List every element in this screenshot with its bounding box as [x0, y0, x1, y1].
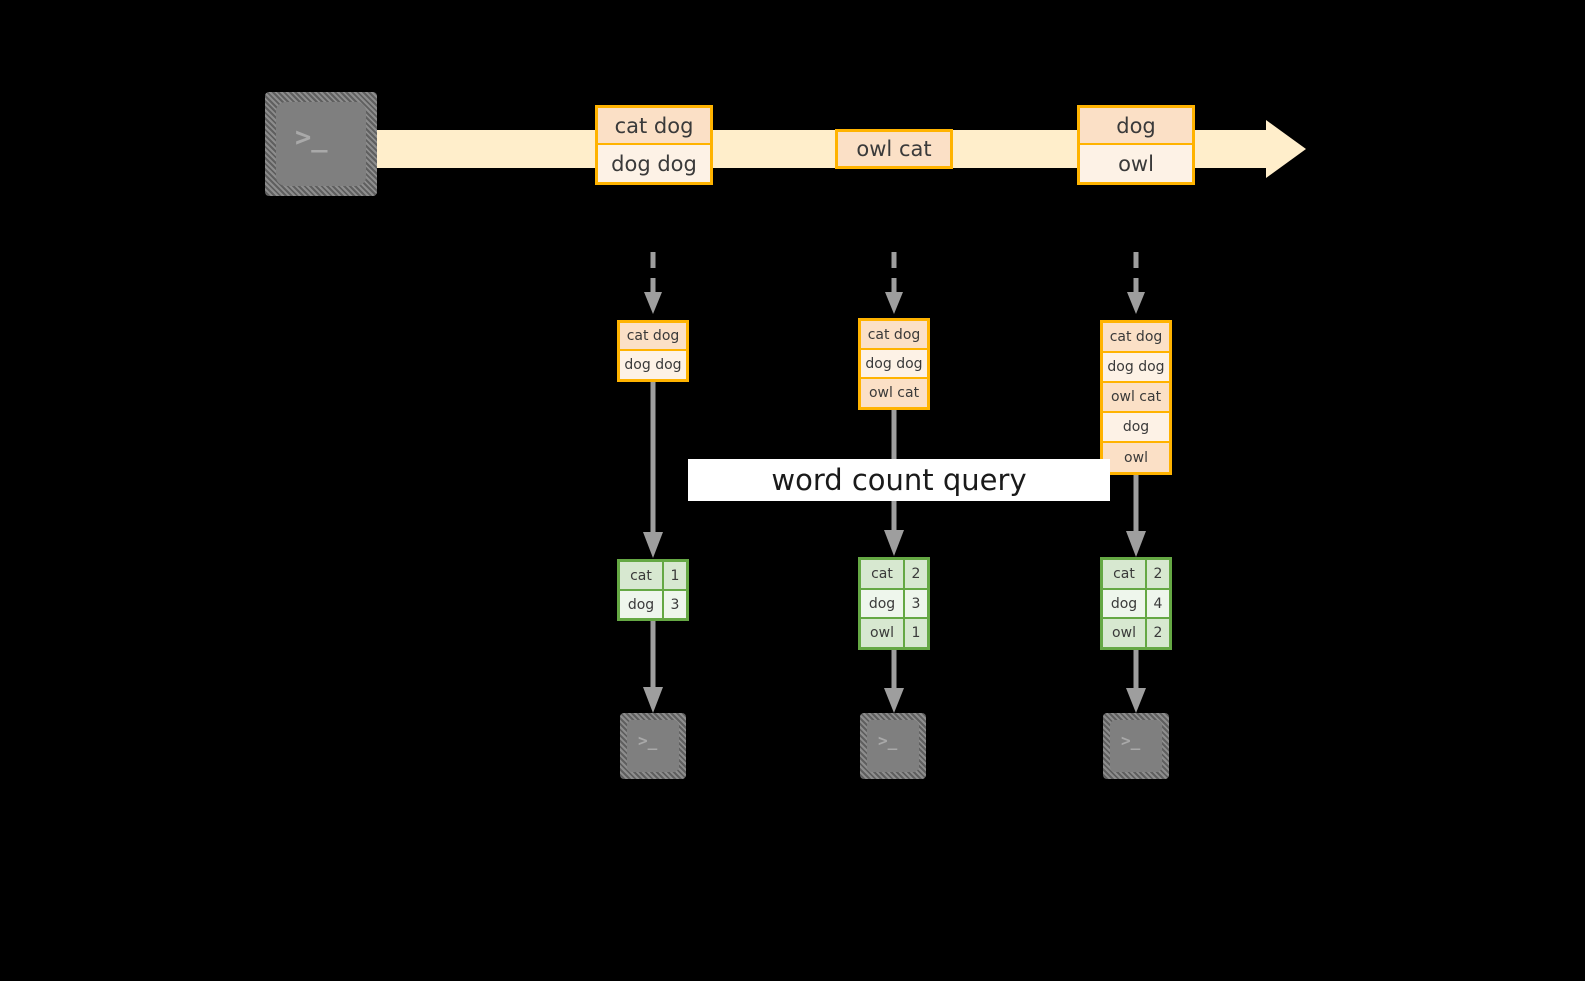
snapshot-3-input-row: dog [1103, 413, 1169, 443]
result-count: 2 [1147, 619, 1169, 648]
table-row: dog 3 [620, 591, 686, 618]
result-count: 3 [905, 589, 927, 618]
snapshot-2-input-table: cat dog dog dog owl cat [858, 318, 930, 410]
result-word: cat [861, 560, 905, 588]
output-arrow-3 [1126, 650, 1146, 713]
table-row: cat 2 [861, 560, 927, 590]
query-arrow-3 [1126, 475, 1146, 557]
snapshot-1-result-table: cat 1 dog 3 [617, 559, 689, 621]
query-label-banner: word count query [688, 459, 1110, 501]
terminal-prompt-glyph: >_ [295, 122, 328, 153]
snapshot-3-input-row: owl [1103, 443, 1169, 472]
stream-record-line: dog dog [598, 145, 710, 182]
snapshot-1-input-row: cat dog [620, 323, 686, 351]
terminal-screen [627, 720, 679, 772]
result-word: owl [861, 619, 905, 648]
snapshot-3-input-table: cat dog dog dog owl cat dog owl [1100, 320, 1172, 475]
table-row: owl 1 [861, 619, 927, 648]
result-count: 2 [1147, 560, 1169, 588]
table-row: dog 4 [1103, 589, 1169, 620]
table-row: dog 3 [861, 589, 927, 620]
stream-record-line: dog [1080, 108, 1192, 145]
snapshot-3-result-table: cat 2 dog 4 owl 2 [1100, 557, 1172, 650]
query-arrow-1 [643, 382, 663, 558]
stream-tap-arrow-1 [644, 252, 662, 314]
result-count: 4 [1147, 589, 1169, 618]
producer-terminal-icon: >_ [265, 92, 377, 196]
snapshot-1-consumer-terminal-icon: >_ [620, 713, 686, 779]
snapshot-2-input-row: dog dog [861, 350, 927, 379]
result-word: dog [620, 591, 664, 618]
table-row: owl 2 [1103, 619, 1169, 648]
snapshot-1-input-row: dog dog [620, 351, 686, 379]
terminal-prompt-glyph: >_ [638, 731, 658, 750]
result-count: 3 [664, 591, 686, 618]
result-word: cat [620, 562, 664, 589]
stream-record-2: owl cat [835, 129, 953, 169]
snapshot-2-input-row: cat dog [861, 321, 927, 350]
terminal-prompt-glyph: >_ [1121, 731, 1141, 750]
stream-tap-arrow-2 [885, 252, 903, 314]
table-row: cat 1 [620, 562, 686, 591]
snapshot-2-consumer-terminal-icon: >_ [860, 713, 926, 779]
terminal-screen [276, 102, 366, 186]
output-arrow-1 [643, 621, 663, 713]
snapshot-3-input-row: dog dog [1103, 353, 1169, 383]
result-count: 1 [664, 562, 686, 589]
terminal-screen [867, 720, 919, 772]
result-word: cat [1103, 560, 1147, 588]
stream-record-line: owl cat [838, 132, 950, 166]
snapshot-2-input-row: owl cat [861, 379, 927, 407]
stream-record-3: dog owl [1077, 105, 1195, 185]
stream-record-line: owl [1080, 145, 1192, 182]
snapshot-3-input-row: cat dog [1103, 323, 1169, 353]
result-word: dog [1103, 589, 1147, 618]
table-row: cat 2 [1103, 560, 1169, 590]
snapshot-2-result-table: cat 2 dog 3 owl 1 [858, 557, 930, 650]
stream-record-line: cat dog [598, 108, 710, 145]
snapshot-3-input-row: owl cat [1103, 383, 1169, 413]
snapshot-1-input-table: cat dog dog dog [617, 320, 689, 382]
terminal-prompt-glyph: >_ [878, 731, 898, 750]
stream-record-1: cat dog dog dog [595, 105, 713, 185]
result-word: owl [1103, 619, 1147, 648]
output-arrow-2 [884, 650, 904, 713]
stream-tap-arrow-3 [1127, 252, 1145, 314]
terminal-screen [1110, 720, 1162, 772]
result-count: 2 [905, 560, 927, 588]
snapshot-3-consumer-terminal-icon: >_ [1103, 713, 1169, 779]
result-word: dog [861, 589, 905, 618]
result-count: 1 [905, 619, 927, 648]
